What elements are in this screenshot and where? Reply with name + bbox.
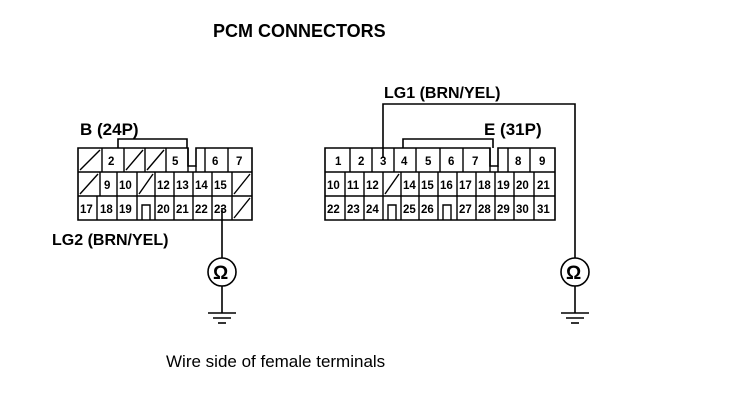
ohmmeter-left: Ω (207, 257, 237, 313)
pin-label: 28 (478, 204, 491, 216)
connector-e-probe-wire (382, 103, 576, 258)
pin-label: 20 (157, 204, 170, 216)
connector-e-row-2: 10 11 12 14 15 16 17 18 19 20 21 (327, 172, 550, 196)
ground-icon (561, 312, 589, 324)
pin-label: 29 (497, 204, 510, 216)
pin-label: 19 (119, 204, 132, 216)
pin-label: 18 (478, 180, 491, 192)
pin-label: 17 (459, 180, 472, 192)
pin-label: 19 (497, 180, 510, 192)
pin-label: 7 (236, 156, 242, 168)
connector-b-latch (117, 138, 188, 148)
blank-cell-slash (146, 149, 165, 171)
pin-label: 5 (172, 156, 179, 168)
pin-label: 2 (358, 156, 364, 168)
pin-label: 8 (515, 156, 522, 168)
ohmmeter-right: Ω (560, 257, 590, 313)
pin-label: 15 (421, 180, 434, 192)
pin-label: 12 (157, 180, 170, 192)
blank-cell-slash (125, 149, 144, 171)
pin-label: 6 (212, 156, 218, 168)
diagram-title: PCM CONNECTORS (213, 21, 386, 41)
pin-label: 2 (108, 156, 114, 168)
connector-e-label: E (31P) (484, 120, 542, 139)
pin-label: 5 (425, 156, 432, 168)
connector-e-row-1: 1 2 3 4 5 6 7 8 9 (335, 148, 545, 172)
pin-label: 3 (380, 156, 386, 168)
blank-cell-slash (233, 197, 251, 219)
connector-b-row-3: 17 18 19 20 21 22 23 (80, 196, 251, 220)
pin-label: 18 (100, 204, 113, 216)
connector-b-key-notch (141, 204, 151, 220)
ohm-icon: Ω (213, 263, 228, 284)
pin-label: 10 (119, 180, 132, 192)
connector-b: B (24P) 2 5 6 7 (52, 120, 253, 324)
pin-label: 6 (448, 156, 454, 168)
blank-cell-slash (384, 173, 400, 195)
pin-label: 14 (195, 180, 208, 192)
pin-label: 23 (214, 204, 227, 216)
connector-b-label: B (24P) (80, 120, 139, 139)
connector-e-row-3: 22 23 24 25 26 27 28 29 30 31 (327, 196, 550, 220)
pin-label: 22 (327, 204, 340, 216)
pin-label: 10 (327, 180, 340, 192)
pin-label: 9 (104, 180, 110, 192)
pin-label: 23 (347, 204, 360, 216)
pin-label: 4 (401, 156, 408, 168)
diagram-caption: Wire side of female terminals (166, 352, 385, 371)
connector-e-key-notch (387, 204, 397, 220)
pin-label: 20 (516, 180, 529, 192)
pin-label: 21 (537, 180, 550, 192)
blank-cell-slash (79, 173, 99, 195)
pin-label: 30 (516, 204, 529, 216)
pin-label: 1 (335, 156, 342, 168)
pin-label: 9 (539, 156, 545, 168)
pin-label: 12 (366, 180, 379, 192)
pin-label: 27 (459, 204, 472, 216)
pin-label: 22 (195, 204, 208, 216)
pin-label: 14 (403, 180, 416, 192)
connector-e-probe-label: LG1 (BRN/YEL) (384, 85, 500, 102)
connector-e: E (31P) 1 2 3 4 5 6 7 8 9 (324, 85, 590, 324)
pin-label: 31 (537, 204, 550, 216)
pin-label: 17 (80, 204, 93, 216)
blank-cell-slash (233, 173, 251, 195)
pin-label: 15 (214, 180, 227, 192)
pin-label: 13 (176, 180, 189, 192)
pin-label: 11 (347, 180, 360, 192)
pin-label: 7 (472, 156, 478, 168)
pin-label: 21 (176, 204, 189, 216)
connector-e-key-notch (442, 204, 452, 220)
connector-b-row-2: 9 10 12 13 14 15 (79, 172, 251, 196)
blank-cell-slash (138, 173, 154, 195)
pin-label: 26 (421, 204, 434, 216)
pin-label: 25 (403, 204, 416, 216)
pin-label: 16 (440, 180, 453, 192)
connector-b-probe-label: LG2 (BRN/YEL) (52, 232, 168, 249)
connector-e-latch (402, 138, 494, 148)
ohm-icon: Ω (566, 263, 581, 284)
connector-b-row-1: 2 5 6 7 (79, 148, 242, 172)
pin-label: 24 (366, 204, 379, 216)
blank-cell-slash (79, 149, 101, 171)
ground-icon (208, 312, 236, 324)
